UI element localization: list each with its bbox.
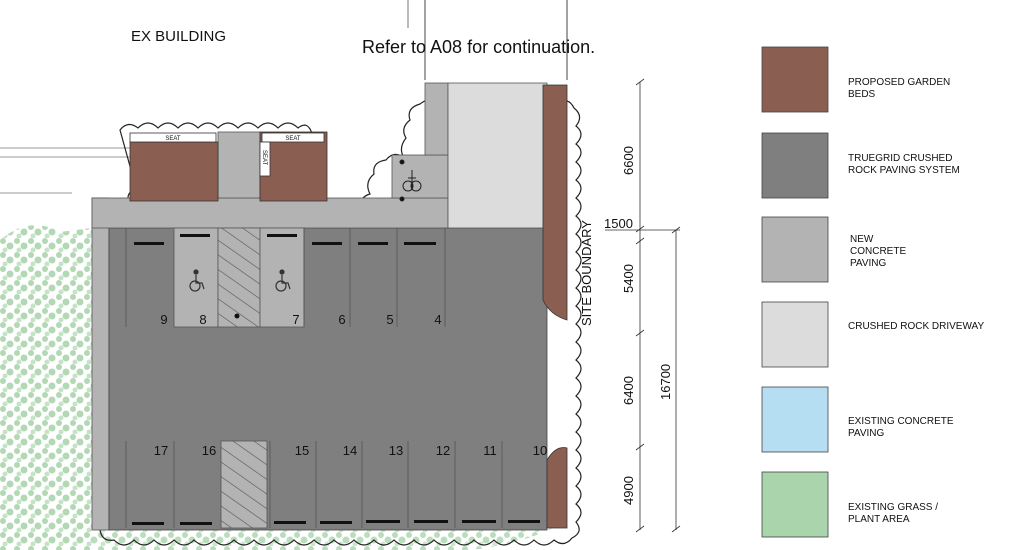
bay-dividers-top — [125, 228, 446, 327]
dimension-chain — [605, 78, 681, 533]
bay-number: 13 — [389, 443, 403, 458]
bay-number: 17 — [154, 443, 168, 458]
bay-number: 8 — [199, 312, 206, 327]
bay-number: 16 — [202, 443, 216, 458]
concrete-entry-path — [217, 131, 261, 199]
dimension-total: 16700 — [658, 364, 673, 400]
legend — [761, 46, 829, 538]
seat-vertical — [259, 141, 271, 177]
bay-number: 15 — [295, 443, 309, 458]
accessible-parking-icon — [189, 269, 205, 292]
legend-swatch — [761, 46, 829, 113]
bollard — [234, 313, 240, 319]
crushed-rock-driveway — [447, 82, 548, 229]
concrete-walkway — [91, 197, 449, 229]
legend-swatch — [761, 471, 829, 538]
dimension-5400: 5400 — [621, 264, 636, 293]
building-label: EX BUILDING — [131, 28, 226, 45]
concrete-path-left — [91, 197, 110, 531]
shared-zone-top — [217, 227, 261, 328]
bay-number: 10 — [533, 443, 547, 458]
bay-number: 12 — [436, 443, 450, 458]
shared-zone-bottom — [220, 440, 268, 529]
dimension-4900: 4900 — [621, 476, 636, 505]
garden-bed-boundary — [542, 84, 568, 321]
concrete-strip-right — [424, 82, 449, 156]
legend-label: EXISTING GRASS / PLANT AREA — [848, 502, 939, 525]
seat-label: SEAT — [285, 136, 301, 142]
bay-number: 5 — [386, 312, 393, 327]
site-boundary-label: SITE BOUNDARY — [579, 220, 594, 326]
continuation-note: Refer to A08 for continuation. — [362, 37, 595, 57]
bay-number: 4 — [434, 312, 441, 327]
bay-dividers-bottom — [125, 441, 503, 528]
bay-numbers-bottom: 17 16 15 14 13 12 11 10 — [154, 443, 547, 458]
dimension-6600: 6600 — [621, 146, 636, 175]
legend-swatch — [761, 386, 829, 453]
legend-label: NEW CONCRETE PAVING — [850, 234, 907, 269]
seat-label: SEAT — [165, 136, 181, 142]
seat-right — [261, 132, 325, 143]
dimension-6400: 6400 — [621, 376, 636, 405]
bay-number: 6 — [338, 312, 345, 327]
garden-bed-right — [259, 131, 328, 202]
wheel-stops — [132, 234, 540, 525]
bay-number: 7 — [292, 312, 299, 327]
dimension-1500: 1500 — [604, 216, 633, 231]
accessible-parking-icon — [275, 269, 291, 292]
legend-label: PROPOSED GARDEN BEDS — [848, 77, 951, 100]
seat-label: SEAT — [261, 150, 267, 166]
bay-number: 14 — [343, 443, 357, 458]
legend-label: EXISTING CONCRETE PAVING — [848, 416, 954, 439]
legend-label: TRUEGRID CRUSHED ROCK PAVING SYSTEM — [848, 153, 960, 176]
legend-label: CRUSHED ROCK DRIVEWAY — [848, 321, 985, 332]
grass-area — [0, 225, 92, 550]
bay-number: 11 — [483, 443, 497, 458]
legend-swatch — [761, 132, 829, 199]
garden-bed-left — [129, 141, 219, 202]
legend-swatch — [761, 301, 829, 368]
bicycle-icon — [399, 159, 422, 202]
seat-left — [129, 132, 217, 143]
bay-numbers-top: 9 8 7 6 5 4 — [160, 312, 441, 327]
bay-number: 9 — [160, 312, 167, 327]
garden-bed-bottom-right — [546, 447, 568, 529]
legend-swatch — [761, 216, 829, 283]
